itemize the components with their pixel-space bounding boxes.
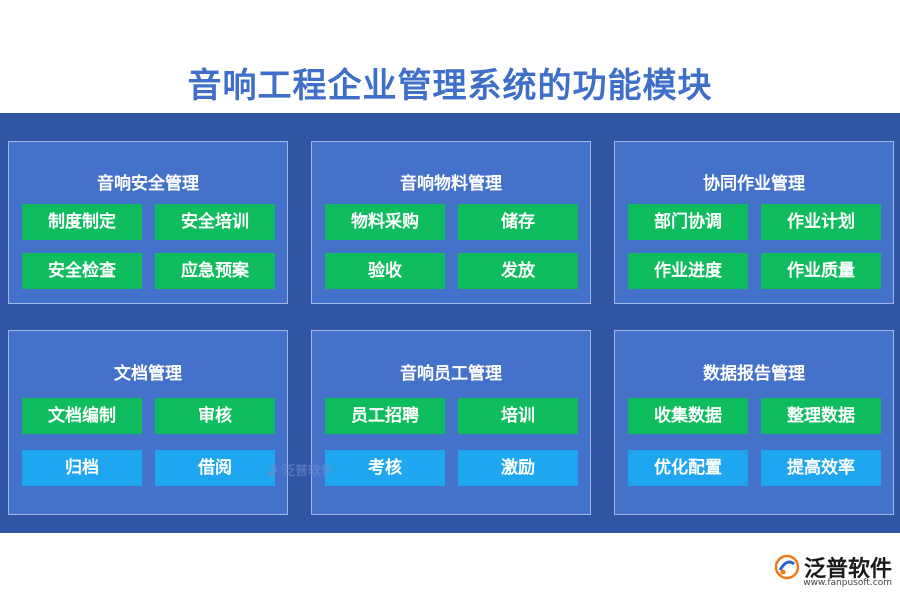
footer-logo: 泛普软件 www.fanpusoft.com	[774, 551, 892, 588]
footer-url: www.fanpusoft.com	[803, 578, 892, 588]
module-item-button[interactable]: 作业进度	[628, 253, 748, 289]
module-safety: 音响安全管理 制度制定 安全培训 安全检查 应急预案	[8, 141, 288, 304]
brand-logo-icon	[774, 554, 800, 580]
module-title: 文档管理	[114, 364, 182, 384]
module-collaboration: 协同作业管理 部门协调 作业计划 作业进度 作业质量	[614, 141, 894, 304]
module-item-button[interactable]: 储存	[458, 204, 578, 240]
module-materials: 音响物料管理 物料采购 储存 验收 发放	[311, 141, 591, 304]
module-item-button[interactable]: 归档	[22, 450, 142, 486]
module-item-button[interactable]: 作业计划	[761, 204, 881, 240]
module-item-button[interactable]: 借阅	[155, 450, 275, 486]
module-item-button[interactable]: 培训	[458, 398, 578, 434]
module-item-button[interactable]: 安全培训	[155, 204, 275, 240]
module-item-button[interactable]: 收集数据	[628, 398, 748, 434]
module-item-button[interactable]: 文档编制	[22, 398, 142, 434]
module-documents: 文档管理 文档编制 审核 归档 借阅	[8, 330, 288, 515]
module-item-button[interactable]: 作业质量	[761, 253, 881, 289]
module-item-button[interactable]: 提高效率	[761, 450, 881, 486]
module-title: 音响员工管理	[400, 364, 502, 384]
module-item-button[interactable]: 安全检查	[22, 253, 142, 289]
module-item-button[interactable]: 验收	[325, 253, 445, 289]
module-data-report: 数据报告管理 收集数据 整理数据 优化配置 提高效率	[614, 330, 894, 515]
module-item-button[interactable]: 应急预案	[155, 253, 275, 289]
module-item-button[interactable]: 考核	[325, 450, 445, 486]
module-item-button[interactable]: 部门协调	[628, 204, 748, 240]
module-title: 音响安全管理	[97, 174, 199, 194]
footer-brand: 泛普软件	[803, 557, 892, 582]
brand-logo-icon	[266, 461, 278, 478]
watermark-text: 泛普软件	[282, 464, 335, 479]
module-item-button[interactable]: 审核	[155, 398, 275, 434]
module-title: 协同作业管理	[703, 174, 805, 194]
module-item-button[interactable]: 物料采购	[325, 204, 445, 240]
module-staff: 音响员工管理 员工招聘 培训 考核 激励	[311, 330, 591, 515]
page-title: 音响工程企业管理系统的功能模块	[187, 66, 713, 106]
module-item-button[interactable]: 整理数据	[761, 398, 881, 434]
module-item-button[interactable]: 制度制定	[22, 204, 142, 240]
module-title: 音响物料管理	[400, 174, 502, 194]
module-title: 数据报告管理	[703, 364, 805, 384]
module-item-button[interactable]: 员工招聘	[325, 398, 445, 434]
module-item-button[interactable]: 优化配置	[628, 450, 748, 486]
module-item-button[interactable]: 激励	[458, 450, 578, 486]
module-item-button[interactable]: 发放	[458, 253, 578, 289]
watermark: 泛普软件	[262, 460, 334, 479]
